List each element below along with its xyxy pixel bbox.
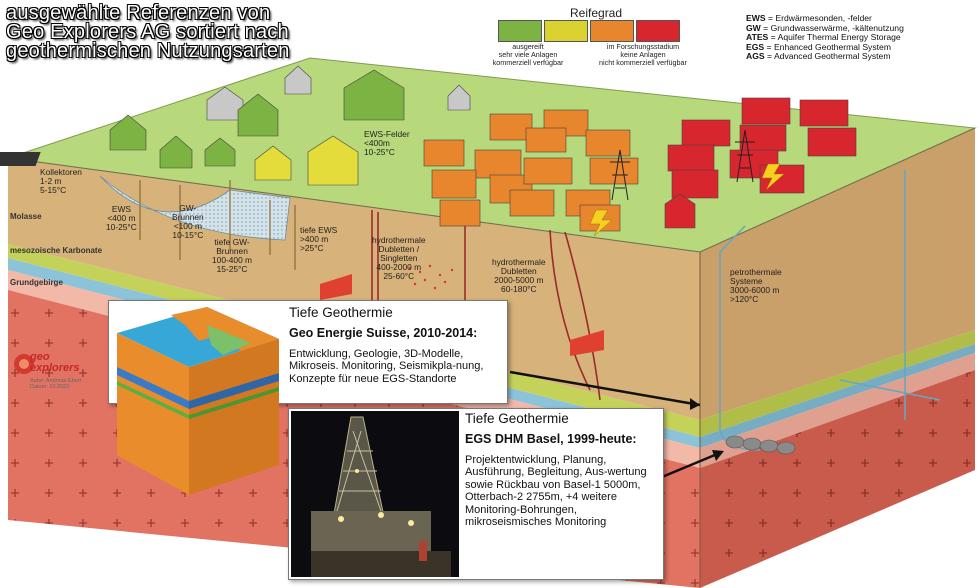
geo-explorers-logo-icon [14, 354, 34, 374]
legend-label-left: ausgereift sehr viele Anlagen kommerziel… [492, 42, 564, 67]
card1-body: Entwicklung, Geologie, 3D-Modelle, Mikro… [289, 348, 484, 385]
legend-label-right: im Forschungsstadium keine Anlagen nicht… [599, 42, 687, 67]
layer-label-grundgebirge: Grundgebirge [10, 278, 63, 287]
houses [109, 65, 857, 232]
card1-subtitle: Geo Energie Suisse, 2010-2014: [289, 326, 478, 340]
legend-swatch-green [498, 20, 542, 42]
drilling-rig-photo [291, 411, 459, 577]
abbr-ates: ATES = Aquifer Thermal Energy Storage [746, 32, 901, 43]
layer-label-molasse: Molasse [10, 212, 42, 221]
groundwater-pit [99, 175, 291, 241]
deep-wells [371, 210, 601, 401]
title-line-2: Geo Explorers AG sortiert nach [6, 21, 289, 43]
right-face [700, 128, 975, 588]
lightning-icon-2 [761, 163, 785, 191]
arrow-1 [509, 370, 701, 407]
legend-swatches [498, 20, 682, 42]
card2-title: Tiefe Geothermie [465, 411, 569, 426]
legend-swatch-red [636, 20, 680, 42]
abbr-ews: EWS = Erdwärmesonden, -felder [746, 13, 872, 23]
abbr-ags: AGS = Advanced Geothermal System [746, 51, 891, 62]
label-tiefe-ews: tiefe EWS>400 m>25°C [300, 225, 338, 253]
legend-swatch-yellow [544, 20, 588, 42]
page-title: ausgewählte Referenzen von Geo Explorers… [6, 2, 306, 62]
3d-model-image [117, 307, 279, 495]
flag-1 [320, 274, 352, 300]
abbr-gw: GW = Grundwasserwärme, -kältenutzung [746, 22, 904, 33]
legend-swatch-orange [590, 20, 634, 42]
title-line-1: ausgewählte Referenzen von [6, 2, 271, 24]
reference-card-geo-energie-suisse: Tiefe Geothermie Geo Energie Suisse, 201… [108, 300, 508, 495]
stimulated-reservoir [725, 435, 796, 455]
abbr-egs: EGS = Enhanced Geothermal System [746, 41, 891, 52]
seismic-dots [408, 264, 454, 290]
flag-2 [570, 330, 604, 356]
title-line-3: geothermischen Nutzungsarten [6, 40, 290, 62]
layer-label-karbonate: mesozoische Karbonate [10, 246, 103, 255]
power-pylons [610, 129, 755, 201]
legend-title: Reifegrad [570, 6, 623, 20]
lightning-icon-1 [589, 209, 613, 237]
reference-card-egs-dhm-basel: Tiefe Geothermie EGS DHM Basel, 1999-heu… [288, 408, 664, 580]
card2-body: Projektentwicklung, Planung, Ausführung,… [465, 454, 647, 529]
card1-title: Tiefe Geothermie [289, 305, 393, 320]
boreholes [139, 180, 296, 270]
card2-subtitle: EGS DHM Basel, 1999-heute: [465, 432, 637, 446]
collector-grid [0, 152, 41, 166]
abbreviation-list: EWS = Erdwärmesonden, -felder GW = Grund… [746, 13, 904, 62]
